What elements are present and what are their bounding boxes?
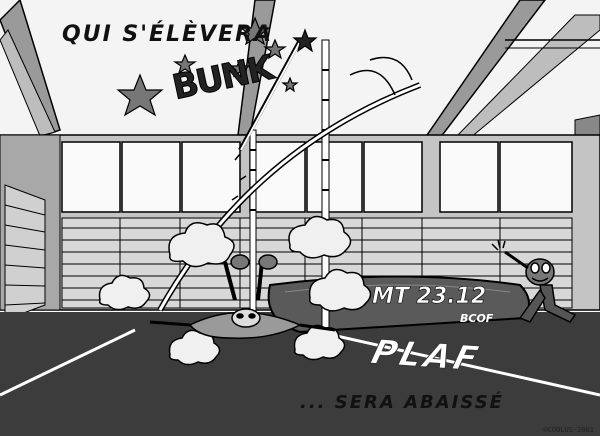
copyright: ©COOLUS-2001: [543, 426, 594, 434]
crashed-athlete: [149, 254, 336, 339]
upright-left: [249, 129, 257, 316]
caption-top: QUI S'ÉLÈVERA: [62, 22, 274, 47]
roof-beam-right-2: [453, 14, 600, 139]
mat-label: MT 23.12: [372, 284, 487, 310]
mat-brand: BCOF: [460, 312, 494, 325]
sfx-plaf: PLAF: [367, 332, 486, 380]
floor: [0, 312, 600, 436]
left-ladder: [4, 184, 46, 321]
caption-bottom: ... SERA ABAISSÉ: [300, 392, 504, 413]
windows: [61, 141, 573, 213]
smoke-clouds: [98, 215, 372, 366]
roof-beam-left-2: [0, 29, 56, 137]
stars: [116, 16, 318, 117]
cheering-character: [491, 239, 577, 323]
ceiling: [0, 0, 600, 140]
